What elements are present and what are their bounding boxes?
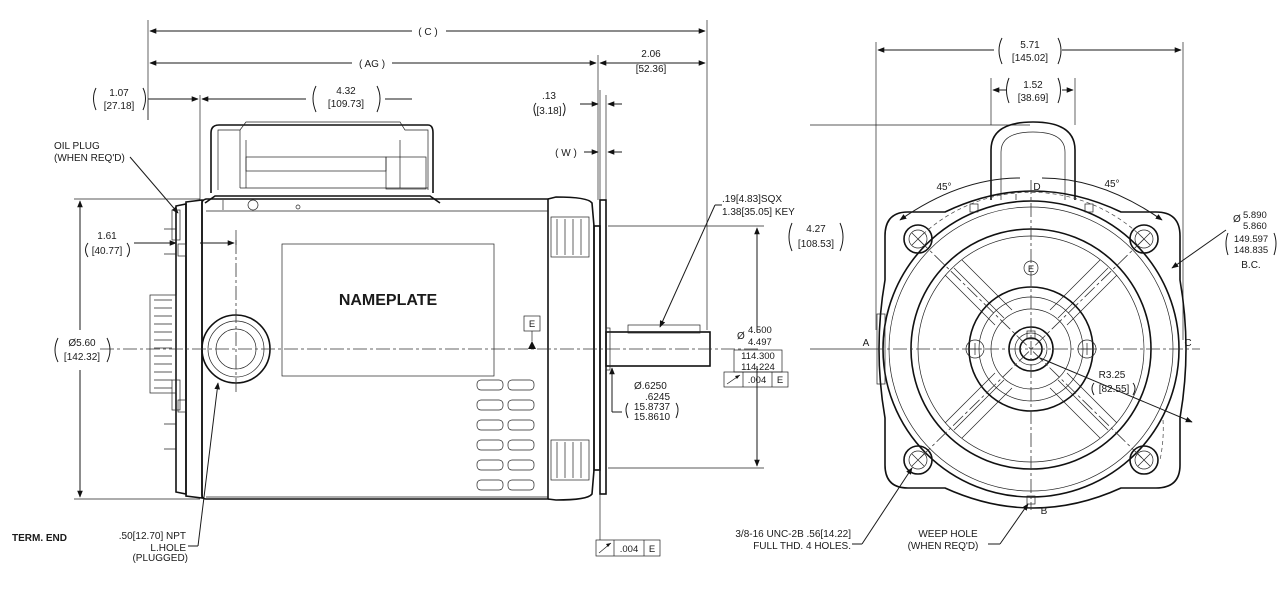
pilot-tol: .004 [748, 375, 767, 386]
datum-e-side: E [523, 315, 541, 349]
dim-1-52: 1.52 [38.69] [992, 77, 1074, 104]
dim-w-label: ( W ) [555, 148, 577, 159]
bc-mm-max: 149.597 [1234, 234, 1268, 245]
dim-5-71-value: 5.71 [1020, 40, 1040, 51]
dim-1-07-value: 1.07 [109, 88, 129, 99]
npt-line3: (PLUGGED) [132, 553, 188, 564]
label-a: A [863, 338, 870, 349]
nameplate-label: NAMEPLATE [339, 292, 438, 309]
oil-plug-callout: OIL PLUG (WHEN REQ'D) [54, 141, 179, 214]
dim-5-71-mm: [145.02] [1012, 53, 1048, 64]
dim-ag: ( AG ) [149, 59, 597, 70]
term-end-label: TERM. END [12, 533, 67, 544]
datum-e-end: E [1028, 264, 1034, 275]
dim-4-27: 4.27 [108.53] [608, 222, 844, 469]
bc-label: B.C. [1241, 260, 1260, 271]
pilot-min: 4.497 [748, 337, 772, 348]
face-runout: .004 E [595, 494, 661, 557]
dim-1-52-value: 1.52 [1023, 80, 1043, 91]
key-line1: .19[4.83]SQX [722, 194, 782, 205]
weep-line2: (WHEN REQ'D) [908, 541, 979, 552]
end-ribs [944, 259, 1118, 439]
npt-line2: L.HOLE [150, 543, 186, 554]
pilot-phi: Ø [737, 331, 745, 342]
dim-2-06-value: 2.06 [641, 49, 661, 60]
dim-4-32: 4.32 [109.73] [201, 85, 412, 113]
angle-right: 45° [1104, 179, 1119, 190]
shaft-mm-max: 15.8737 [634, 402, 671, 413]
label-c: C [1184, 338, 1191, 349]
dim-r3-25-value: R3.25 [1099, 370, 1126, 381]
key-callout: .19[4.83]SQX 1.38[35.05] KEY [659, 194, 795, 328]
oil-plug-line1: OIL PLUG [54, 141, 100, 152]
tapped-holes-callout: 3/8-16 UNC-2B .56[14.22] FULL THD. 4 HOL… [735, 467, 913, 552]
dim-c: ( C ) [149, 27, 706, 38]
weep-hole-callout: WEEP HOLE (WHEN REQ'D) [908, 503, 1029, 552]
bc-phi: Ø [1233, 214, 1241, 225]
label-d: D [1033, 182, 1040, 193]
dim-5-60-mm: [142.32] [64, 352, 100, 363]
bc-mm-min: 148.835 [1234, 245, 1268, 256]
dim-0-13: .13 [3.18] [533, 91, 622, 117]
side-view: ( C ) ( AG ) 2.06 [52.36] 1.07 [27.18] 4… [12, 20, 844, 564]
dim-w: ( W ) [555, 148, 622, 159]
dim-r3-25-mm: [82.55] [1099, 384, 1130, 395]
dim-2-06: 2.06 [52.36] [599, 49, 706, 75]
dim-0-13-mm: [3.18] [536, 106, 561, 117]
shaft-max: Ø.6250 [634, 381, 667, 392]
dim-1-61: 1.61 [40.77] [85, 230, 237, 258]
dim-0-13-value: .13 [542, 91, 556, 102]
key-line2: 1.38[35.05] KEY [722, 207, 795, 218]
dim-shaft: Ø.6250 .6245 15.8737 15.8610 [609, 367, 679, 423]
bc-min: 5.860 [1243, 221, 1267, 232]
dim-1-61-mm: [40.77] [92, 246, 123, 257]
face-tol-datum: E [649, 544, 655, 555]
shaft-mm-min: 15.8610 [634, 412, 671, 423]
weep-line1: WEEP HOLE [918, 529, 978, 540]
dim-pilot: Ø 4.500 4.497 114.300 114.224 .004 E [723, 325, 789, 388]
dim-4-27-value: 4.27 [806, 224, 826, 235]
npt-line1: .50[12.70] NPT [119, 531, 186, 542]
dim-r3-25: R3.25 [82.55] [1039, 357, 1193, 461]
angle-left: 45° [936, 182, 951, 193]
dim-1-52-mm: [38.69] [1018, 93, 1049, 104]
dim-1-07-mm: [27.18] [104, 101, 135, 112]
dim-1-61-value: 1.61 [97, 231, 117, 242]
dim-5-60: Ø5.60 [142.32] [54, 198, 200, 500]
motor-housing: NAMEPLATE [100, 121, 760, 501]
vent-slots [476, 379, 535, 491]
bc-max: 5.890 [1243, 210, 1267, 221]
oil-plug-line2: (WHEN REQ'D) [54, 153, 125, 164]
pilot-mm-max: 114.300 [741, 351, 775, 362]
dim-5-60-value: Ø5.60 [68, 338, 96, 349]
pilot-tol-datum: E [777, 375, 783, 386]
face-tol: .004 [620, 544, 639, 555]
dim-4-27-mm: [108.53] [798, 239, 834, 250]
label-b: B [1041, 506, 1048, 517]
dim-1-07: 1.07 [27.18] [93, 87, 199, 112]
dim-c-label: ( C ) [418, 27, 437, 38]
bolt-circle-callout: Ø 5.890 5.860 149.597 148.835 B.C. [1171, 210, 1277, 271]
dim-5-71: 5.71 [145.02] [877, 37, 1182, 65]
dim-ag-label: ( AG ) [359, 59, 385, 70]
dim-4-32-mm: [109.73] [328, 99, 364, 110]
npt-callout: .50[12.70] NPT L.HOLE (PLUGGED) [119, 382, 221, 564]
holes-line1: 3/8-16 UNC-2B .56[14.22] [735, 529, 851, 540]
pilot-max: 4.500 [748, 325, 772, 336]
datum-e-side-label: E [529, 319, 535, 330]
dim-2-06-mm: [52.36] [636, 64, 667, 75]
dim-4-32-value: 4.32 [336, 86, 356, 97]
pilot-mm-min: 114.224 [741, 362, 775, 373]
holes-line2: FULL THD. 4 HOLES. [753, 541, 851, 552]
end-view: 5.71 [145.02] 1.52 [38.69] [735, 37, 1277, 552]
shaft-min: .6245 [645, 392, 670, 403]
